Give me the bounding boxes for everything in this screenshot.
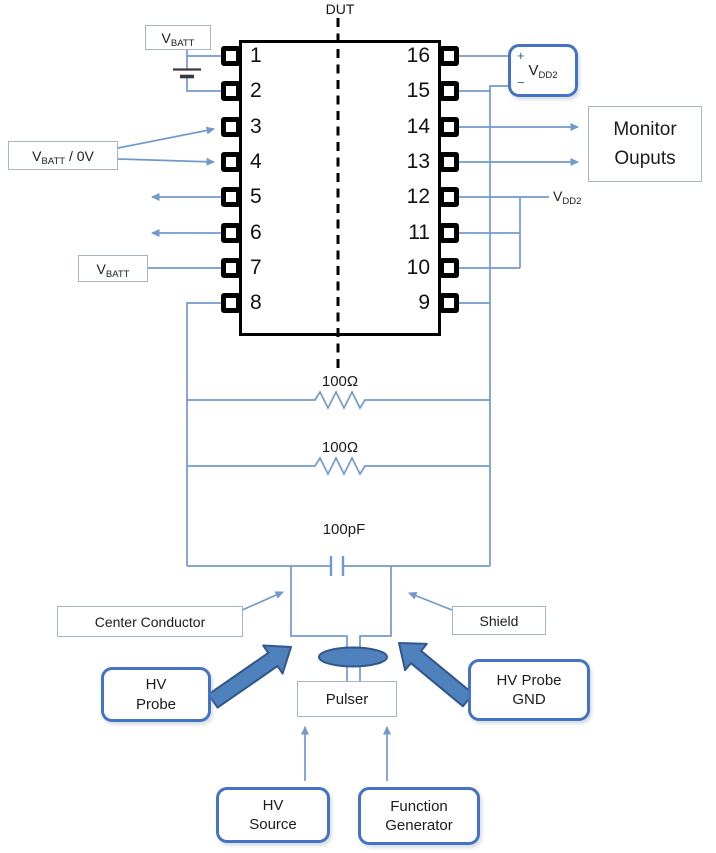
- pin-14-contact: [439, 117, 459, 137]
- vdd2-supply-label: VDD2: [528, 61, 558, 81]
- pin-16-contact: [439, 46, 459, 66]
- hv-probe-gnd-box: HV Probe GND: [468, 659, 590, 721]
- pin-10-contact: [439, 258, 459, 278]
- vdd2-supply-box: + − VDD2: [508, 44, 578, 97]
- dut-label: DUT: [325, 1, 355, 17]
- vbatt-0v-label: VBATT / 0V: [32, 147, 94, 167]
- pin-12-number: 12: [406, 185, 430, 208]
- vdd2-net-label: VDD2: [553, 188, 582, 207]
- center-conductor-box: Center Conductor: [57, 606, 243, 637]
- pin-7-contact: [221, 258, 241, 278]
- pin-9-contact: [439, 293, 459, 313]
- pin-10-number: 10: [406, 256, 430, 279]
- battery-icon: [173, 68, 201, 79]
- pin-4-contact: [221, 152, 241, 172]
- resistor-2-label: 100Ω: [321, 439, 359, 456]
- minus-sign: −: [517, 75, 525, 91]
- resistor-2-symbol: [187, 456, 490, 476]
- pin-4-number: 4: [250, 150, 262, 173]
- resistor-1-label: 100Ω: [321, 373, 359, 390]
- capacitor-label: 100pF: [322, 521, 366, 538]
- probe-tip-ellipse: [318, 646, 388, 668]
- pin-1-number: 1: [250, 44, 262, 67]
- pin-8-number: 8: [250, 291, 262, 314]
- vbatt-0v-box: VBATT / 0V: [8, 141, 118, 170]
- pin-13-number: 13: [406, 150, 430, 173]
- monitor-outputs-line2: Ouputs: [614, 147, 676, 169]
- vbatt-mid-label: VBATT: [96, 260, 130, 280]
- shield-box: Shield: [452, 606, 546, 635]
- pin-15-number: 15: [406, 79, 430, 102]
- pin-5-contact: [221, 187, 241, 207]
- vbatt-top-box: VBATT: [145, 25, 211, 50]
- resistor-1-symbol: [187, 390, 490, 410]
- pin-2-number: 2: [250, 79, 262, 102]
- arrow-shield-pointer: [408, 592, 453, 611]
- pin-12-contact: [439, 187, 459, 207]
- pin-2-contact: [221, 81, 241, 101]
- pin-16-number: 16: [406, 44, 430, 67]
- pin-3-number: 3: [250, 115, 262, 138]
- plus-sign: +: [517, 48, 525, 63]
- pin-1-contact: [221, 46, 241, 66]
- hv-probe-box: HV Probe: [101, 667, 211, 722]
- pin-15-contact: [439, 81, 459, 101]
- function-generator-box: Function Generator: [358, 787, 480, 845]
- pin-8-contact: [221, 293, 241, 313]
- vbatt-top-label: VBATT: [161, 29, 195, 49]
- arrow-center-conductor-pointer: [239, 591, 284, 612]
- wire-pin8-left-bus: [186, 302, 221, 566]
- pulser-box: Pulser: [297, 681, 397, 717]
- hv-probe-block-arrow: [207, 644, 292, 709]
- monitor-outputs-line1: Monitor: [613, 118, 677, 140]
- pin-11-number: 11: [408, 221, 430, 244]
- arrow-vbatt0v-to-pin4: [117, 157, 215, 166]
- pin-5-number: 5: [250, 185, 262, 208]
- pin-13-contact: [439, 152, 459, 172]
- pin-14-number: 14: [406, 115, 430, 138]
- arrow-vbatt0v-to-pin3: [117, 126, 215, 149]
- pin-11-contact: [439, 223, 459, 243]
- hv-source-box: HV Source: [216, 787, 330, 843]
- pin-7-number: 7: [250, 256, 262, 279]
- wire-battery-to-pins-1-2: [186, 49, 221, 92]
- pin-9-number: 9: [418, 291, 430, 314]
- pin-6-contact: [221, 223, 241, 243]
- monitor-outputs-box: Monitor Ouputs: [588, 106, 702, 182]
- pin-6-number: 6: [250, 221, 262, 244]
- wire-vdd2-minus-right-bus: [489, 85, 508, 566]
- pin-3-contact: [221, 117, 241, 137]
- hv-probe-gnd-block-arrow: [398, 642, 475, 708]
- vbatt-mid-box: VBATT: [78, 255, 148, 282]
- capacitor-plates: [329, 556, 345, 576]
